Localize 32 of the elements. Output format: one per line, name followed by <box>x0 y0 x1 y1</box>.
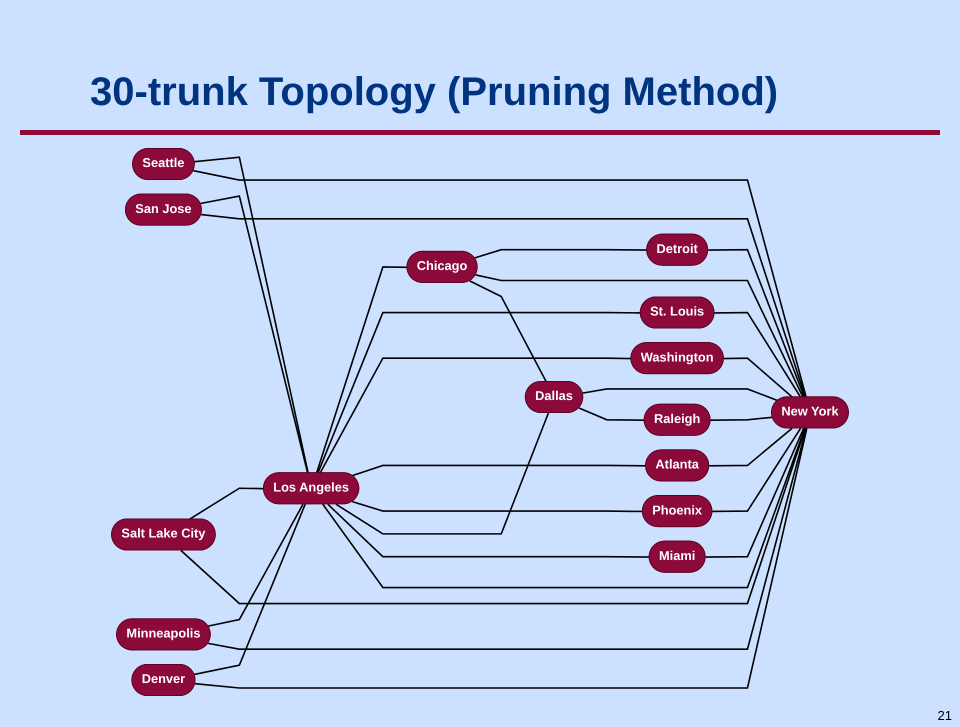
connector <box>208 428 808 650</box>
page-number: 21 <box>938 708 952 723</box>
connector <box>195 428 808 689</box>
connector <box>578 407 645 421</box>
connector <box>208 504 304 627</box>
connector <box>474 248 648 259</box>
connector <box>475 274 804 398</box>
connector <box>189 487 264 520</box>
connector <box>712 428 802 512</box>
connector <box>724 357 793 398</box>
connector <box>469 280 547 382</box>
connector <box>327 504 650 558</box>
connector <box>322 428 806 588</box>
connector <box>352 500 643 512</box>
connector <box>194 156 309 474</box>
slide-title: 30-trunk Topology (Pruning Method) <box>90 70 778 115</box>
connector <box>336 412 550 535</box>
connector <box>710 416 773 421</box>
connector <box>194 504 306 676</box>
connector <box>352 464 646 476</box>
connector <box>319 357 632 474</box>
connector <box>706 428 804 558</box>
connector <box>714 312 802 398</box>
connector <box>317 312 641 474</box>
connector <box>193 170 807 398</box>
connector <box>582 388 778 402</box>
connector <box>201 214 806 398</box>
connector <box>316 266 408 474</box>
connector <box>708 248 806 398</box>
connector <box>180 428 806 604</box>
connector <box>200 195 308 474</box>
connector <box>709 428 792 467</box>
